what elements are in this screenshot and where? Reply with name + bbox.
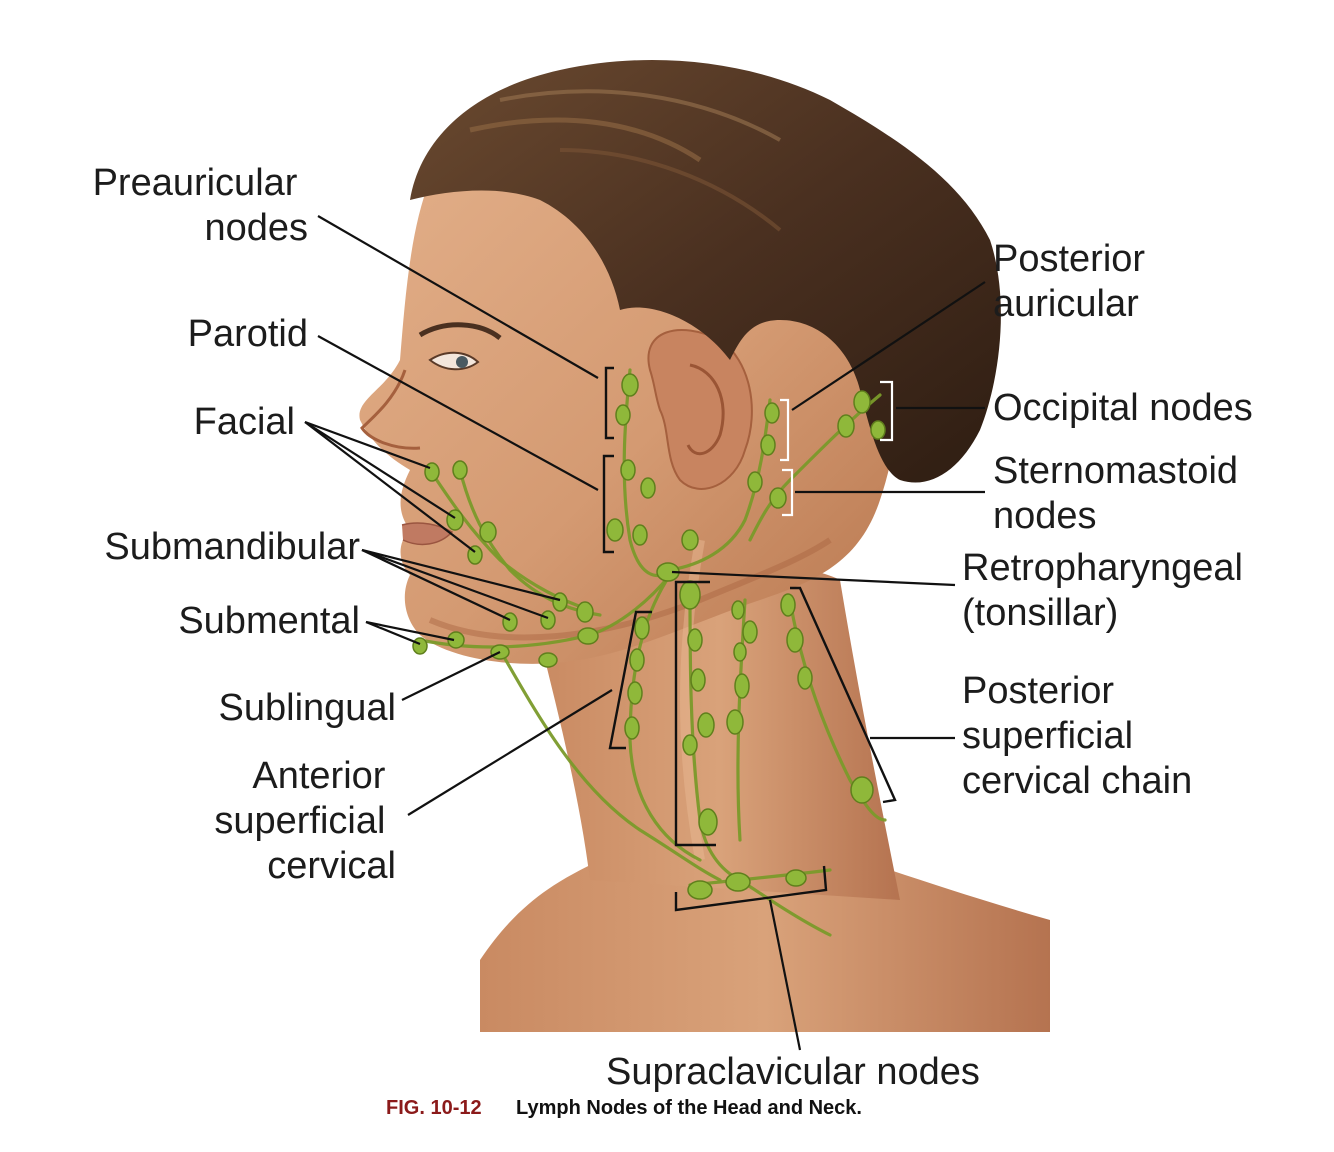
- lymph-node: [853, 390, 871, 414]
- lymph-node: [837, 414, 855, 438]
- lymph-node: [742, 620, 758, 644]
- label-anterior-line2: superficial: [214, 800, 385, 842]
- label-sternomastoid: Sternomastoid nodes: [993, 450, 1249, 537]
- label-posterior-auricular-line1: Posterior: [993, 238, 1145, 280]
- label-submandibular: Submandibular: [104, 526, 360, 568]
- label-posterior-auricular-line2: auricular: [993, 283, 1139, 325]
- lymph-node: [733, 642, 747, 662]
- lymph-node: [769, 487, 787, 509]
- lymph-node: [870, 420, 886, 440]
- caption-number: FIG. 10-12: [386, 1097, 482, 1119]
- lymph-node: [780, 593, 796, 617]
- lymph-node: [540, 610, 556, 630]
- lymph-node: [621, 373, 639, 397]
- lymph-node: [627, 681, 643, 705]
- label-psc-line2: superficial: [962, 715, 1133, 757]
- lymph-node: [446, 509, 464, 531]
- lymph-node: [698, 808, 718, 836]
- lymph-node: [577, 627, 599, 645]
- lips: [401, 522, 454, 546]
- lymph-node: [697, 712, 715, 738]
- lymph-node: [760, 434, 776, 456]
- lymph-node: [629, 648, 645, 672]
- lymph-node: [785, 869, 807, 887]
- label-retropharyngeal: Retropharyngeal (tonsillar): [962, 547, 1254, 634]
- lymph-nodes: [412, 373, 886, 900]
- nose: [360, 369, 421, 450]
- labels: Preauricular nodes Parotid Facial Subman…: [93, 162, 1254, 1093]
- lymph-node: [687, 628, 703, 652]
- lymph-node: [632, 524, 648, 546]
- lymph-node: [634, 616, 650, 640]
- lymph-node: [690, 668, 706, 692]
- label-facial: Facial: [194, 401, 295, 443]
- figure-caption: FIG. 10-12 Lymph Nodes of the Head and N…: [386, 1097, 862, 1119]
- label-retropharyngeal-line1: Retropharyngeal: [962, 547, 1243, 589]
- lymph-node: [552, 592, 568, 612]
- lymph-vessels: [418, 368, 887, 937]
- lymph-node: [538, 652, 558, 668]
- label-submental: Submental: [178, 600, 360, 642]
- lymph-node: [576, 601, 594, 623]
- lymph-node: [452, 460, 468, 480]
- label-retropharyngeal-line2: (tonsillar): [962, 592, 1118, 634]
- lymph-node: [640, 477, 656, 499]
- label-anterior-line1: Anterior: [252, 755, 385, 797]
- lymph-node: [726, 709, 744, 735]
- caption-title: Lymph Nodes of the Head and Neck.: [516, 1097, 862, 1119]
- shoulder: [480, 860, 1050, 1032]
- hair: [410, 60, 1001, 483]
- lymph-node: [681, 529, 699, 551]
- lymph-node: [682, 734, 698, 756]
- label-preauricular: Preauricular nodes: [93, 162, 308, 249]
- lymph-node: [624, 716, 640, 740]
- lymph-node: [734, 673, 750, 699]
- group-brackets: [602, 366, 897, 912]
- label-parotid: Parotid: [188, 313, 308, 355]
- lymph-node: [687, 880, 713, 900]
- lymph-node: [615, 404, 631, 426]
- lymph-node: [764, 402, 780, 424]
- label-posterior-superficial-cervical-chain: Posterior superficial cervical chain: [962, 670, 1192, 802]
- lymph-node: [679, 580, 701, 610]
- leader-lines: [304, 215, 986, 1051]
- label-posterior-auricular: Posterior auricular: [993, 238, 1156, 325]
- ear: [647, 329, 753, 490]
- label-sublingual: Sublingual: [219, 687, 396, 729]
- label-sternomastoid-line2: nodes: [993, 495, 1097, 537]
- label-anterior-superficial-cervical: Anterior superficial cervical: [214, 755, 396, 887]
- label-occipital: Occipital nodes: [993, 387, 1253, 429]
- lymph-node: [502, 612, 518, 632]
- label-psc-line3: cervical chain: [962, 760, 1192, 802]
- lymph-node: [606, 518, 624, 542]
- label-psc-line1: Posterior: [962, 670, 1114, 712]
- label-supraclavicular: Supraclavicular nodes: [606, 1051, 980, 1093]
- lymph-node: [620, 459, 636, 481]
- lymph-node: [412, 637, 428, 655]
- lymph-node: [447, 631, 465, 649]
- lymph-node: [850, 776, 874, 804]
- lymph-node: [424, 462, 440, 482]
- label-anterior-line3: cervical: [267, 845, 396, 887]
- lymph-node: [479, 521, 497, 543]
- lymph-node: [797, 666, 813, 690]
- lymph-node: [786, 627, 804, 653]
- label-preauricular-line1: Preauricular: [93, 162, 298, 204]
- label-preauricular-line2: nodes: [204, 207, 308, 249]
- lymph-node: [725, 872, 751, 892]
- lymph-node: [731, 600, 745, 620]
- lymph-node: [747, 471, 763, 493]
- label-sternomastoid-line1: Sternomastoid: [993, 450, 1238, 492]
